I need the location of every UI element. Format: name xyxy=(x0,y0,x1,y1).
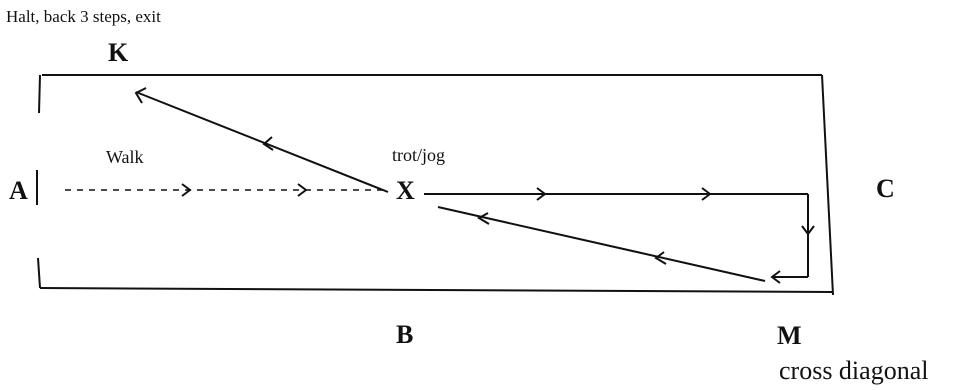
diagonal-arrow-2 xyxy=(477,212,490,225)
letter-a: A xyxy=(9,176,28,205)
arena-bottom-side xyxy=(39,287,833,293)
cross-diagonal-label: cross diagonal xyxy=(779,356,929,385)
arena-outline xyxy=(37,74,834,296)
short-side-arrow xyxy=(801,225,815,236)
cross-diagonal-path xyxy=(437,206,766,282)
letter-x: X xyxy=(396,176,415,205)
trot-arrow-2 xyxy=(701,187,712,201)
walk-arrow-1 xyxy=(181,183,192,197)
exit-arrow-mid xyxy=(262,136,274,151)
arena-right-side xyxy=(821,74,834,296)
diagonal-arrow-1 xyxy=(654,251,667,265)
walk-label: Walk xyxy=(106,147,144,167)
walk-arrow-2 xyxy=(297,183,308,197)
corner-arrow xyxy=(770,270,781,284)
arena-left-side-upper xyxy=(38,74,41,114)
trot-arrow-1 xyxy=(536,187,547,201)
exit-instruction: Halt, back 3 steps, exit xyxy=(6,7,161,26)
letter-b: B xyxy=(396,320,414,349)
exit-arrow-head xyxy=(134,87,147,104)
arena-left-side-lower xyxy=(37,257,41,289)
letter-c: C xyxy=(876,174,895,203)
letter-m: M xyxy=(777,321,802,350)
trot-label: trot/jog xyxy=(392,145,445,165)
exit-diagonal-path xyxy=(135,91,389,193)
letter-k: K xyxy=(108,38,129,67)
